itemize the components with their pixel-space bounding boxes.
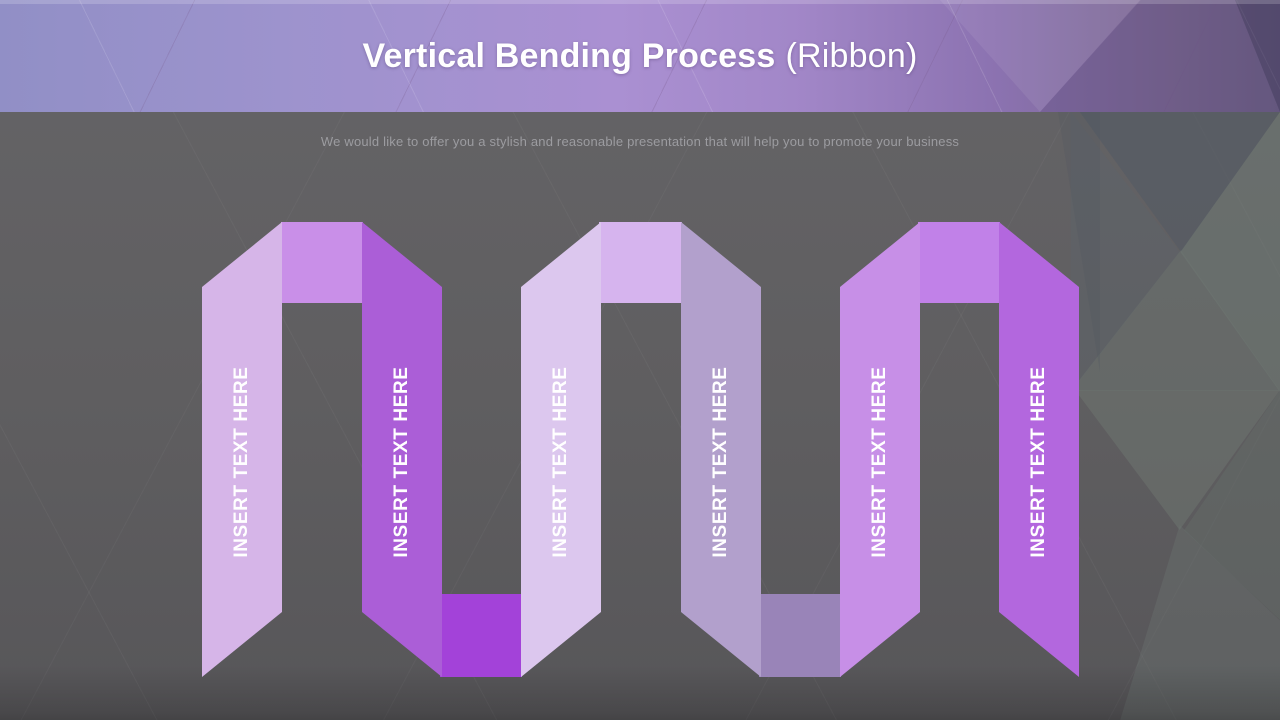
slide-title-suffix: (Ribbon) bbox=[785, 37, 918, 75]
ribbon-fold-top-1-2 bbox=[281, 222, 363, 303]
ribbon-fold-bottom-4-5 bbox=[759, 594, 841, 677]
slide-title: Vertical Bending Process(Ribbon) bbox=[363, 39, 918, 73]
strip-4-placeholder-text: INSERT TEXT HERE bbox=[710, 366, 731, 558]
slide-title-main: Vertical Bending Process bbox=[362, 37, 776, 75]
ribbon-fold-top-5-6 bbox=[918, 222, 1000, 303]
ribbon-strip-3: INSERT TEXT HERE bbox=[521, 222, 601, 677]
ribbon-fold-bottom-2-3 bbox=[440, 594, 522, 677]
strip-5-placeholder-text: INSERT TEXT HERE bbox=[869, 366, 890, 558]
strip-6-placeholder-text: INSERT TEXT HERE bbox=[1028, 366, 1049, 558]
strip-2-placeholder-text: INSERT TEXT HERE bbox=[391, 366, 412, 558]
ribbon-strip-5: INSERT TEXT HERE bbox=[840, 222, 920, 677]
strip-3-placeholder-text: INSERT TEXT HERE bbox=[550, 366, 571, 558]
ribbon-fold-top-3-4 bbox=[599, 222, 682, 303]
slide-subtitle: We would like to offer you a stylish and… bbox=[320, 134, 960, 149]
strip-1-placeholder-text: INSERT TEXT HERE bbox=[231, 366, 252, 558]
ribbon-strip-6: INSERT TEXT HERE bbox=[999, 222, 1079, 677]
ribbon-strip-4: INSERT TEXT HERE bbox=[681, 222, 761, 677]
ribbon-strip-1: INSERT TEXT HERE bbox=[202, 222, 282, 677]
ribbon-strip-2: INSERT TEXT HERE bbox=[362, 222, 442, 677]
